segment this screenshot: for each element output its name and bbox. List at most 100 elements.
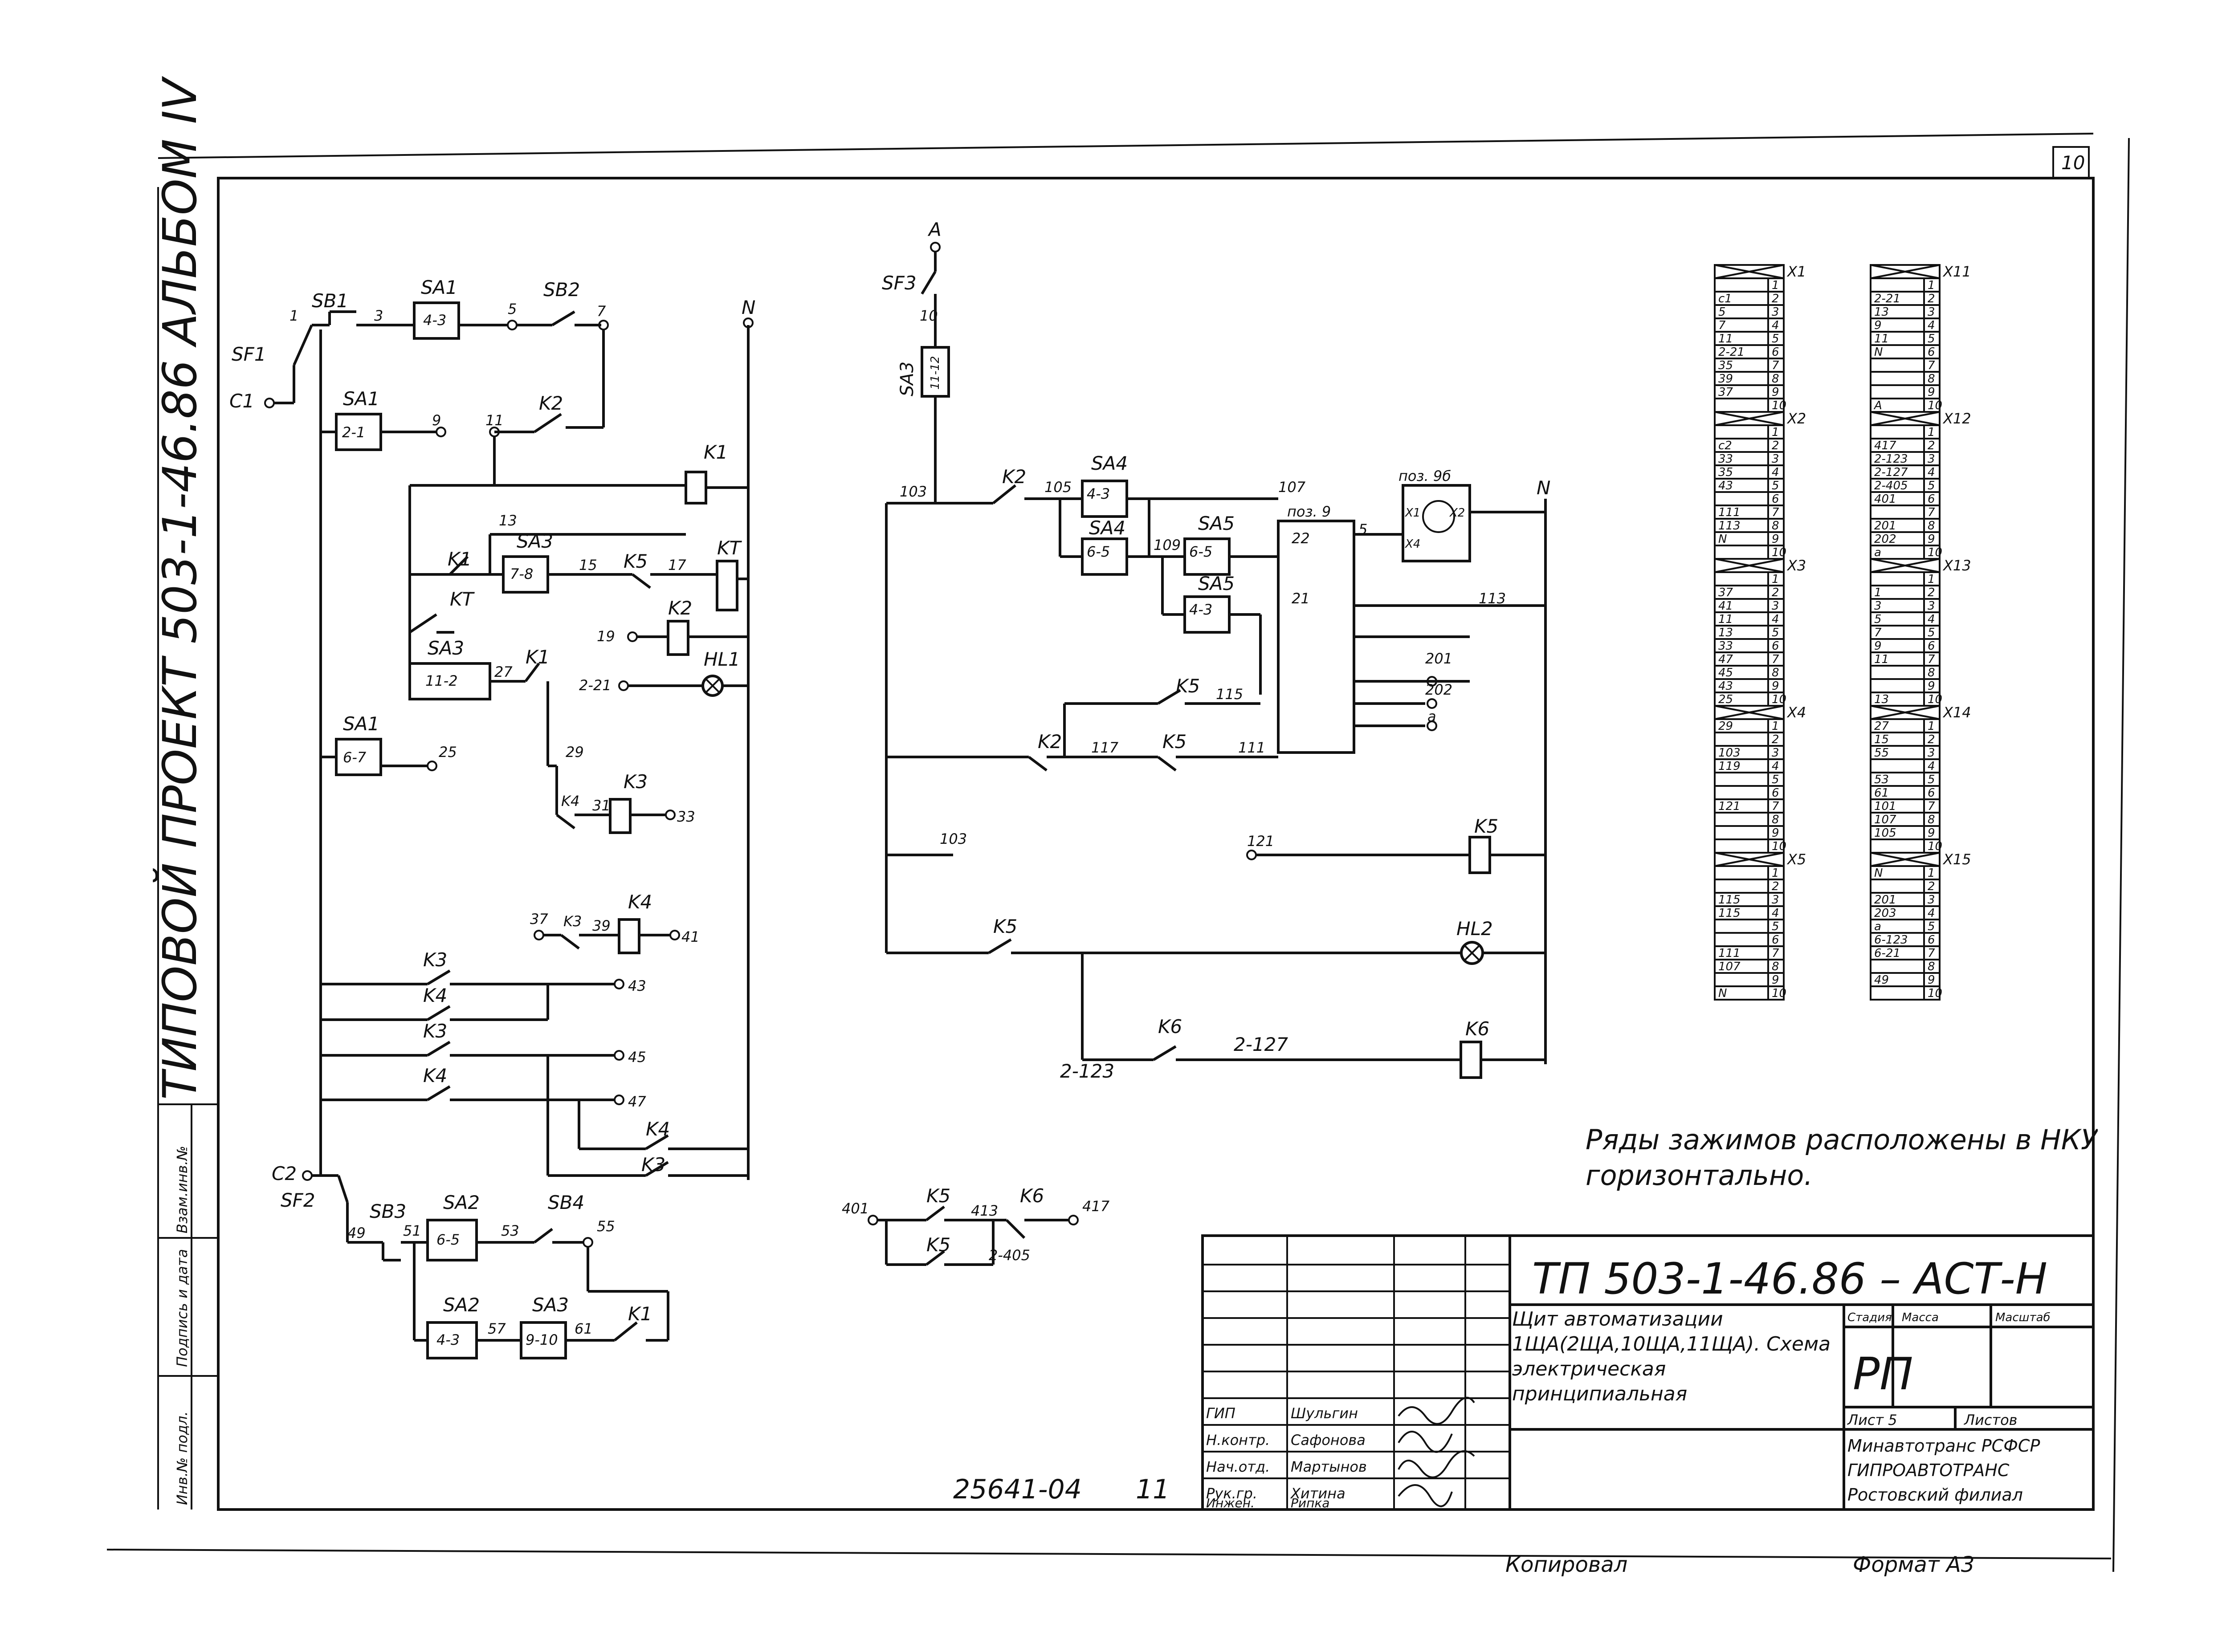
terminal-index: 10	[1772, 987, 1786, 1000]
terminal-index: 1	[1772, 720, 1779, 733]
dev-k6-coil: K6	[1465, 1018, 1489, 1040]
dev-hl1: HL1	[704, 648, 740, 670]
archive-number: 25641-04	[953, 1474, 1082, 1505]
dev-kt-contact: KT	[450, 588, 475, 610]
terminal-index: 8	[1772, 372, 1779, 386]
wire-103-top: 103	[900, 483, 927, 500]
terminal-wire: 25	[1718, 693, 1733, 706]
wire-25: 25	[439, 744, 457, 761]
terminal-wire: 55	[1874, 746, 1889, 760]
terminal-wire: 401	[1874, 492, 1896, 506]
terminal-wire: 2-21	[1874, 292, 1900, 305]
archive-sheet: 11	[1136, 1474, 1170, 1505]
dev-k2-coil: K2	[668, 597, 692, 619]
wire-201: 201	[1425, 650, 1452, 667]
wire-57: 57	[488, 1320, 506, 1337]
terminal-wire: 33	[1718, 639, 1733, 653]
terminal-wire: 27	[1874, 720, 1889, 733]
terminal-index: 6	[1928, 639, 1935, 653]
right-circuit: A SF3 10 11-12 SA3 103 K2 105 4-3 SA4 10…	[842, 219, 1550, 1266]
terminal-index: 10	[1772, 840, 1786, 853]
wire-55: 55	[597, 1218, 615, 1235]
contact-4-3: 4-3	[423, 312, 446, 329]
terminal-cell	[1714, 732, 1769, 747]
terminal-index: 10	[1772, 546, 1786, 559]
terminal-index: 9	[1772, 973, 1779, 987]
terminal-cell	[1714, 772, 1769, 787]
terminal-cell	[1714, 424, 1769, 439]
dev-k4-43: K4	[423, 985, 447, 1006]
terminal-wire: 47	[1718, 653, 1733, 666]
terminal-index: 5	[1928, 920, 1935, 933]
left-circuit: C1 SF1 1 SB1 3 4-3 SA1 5 SB2 7 N	[229, 277, 755, 1359]
sheet-frame: 10	[158, 133, 2130, 1572]
terminal-wire: a	[1874, 920, 1881, 933]
wire-121: 121	[1247, 833, 1274, 850]
wire-17: 17	[668, 557, 686, 574]
terminal-wire: 41	[1718, 599, 1733, 613]
wire-1: 1	[289, 307, 298, 324]
terminal-block-label: X5	[1786, 851, 1806, 868]
stage-header: Стадия	[1847, 1311, 1892, 1324]
terminal-index: 4	[1928, 319, 1935, 332]
wire-10: 10	[920, 307, 938, 324]
terminal-index: 2	[1928, 733, 1935, 746]
wire-7: 7	[597, 303, 606, 320]
terminal-index: 3	[1772, 305, 1779, 319]
dev-sa4-low: SA4	[1089, 517, 1125, 539]
wire-115: 115	[1216, 686, 1243, 703]
signature-3	[1398, 1484, 1453, 1507]
side-stamp-0: Инв.№ подл.	[174, 1411, 191, 1505]
terminal-index: 8	[1928, 960, 1935, 973]
signature-1	[1398, 1431, 1453, 1453]
terminal-index: 9	[1928, 826, 1935, 840]
sheet-index: Лист 5	[1847, 1412, 1897, 1428]
terminal-index: 7	[1928, 653, 1935, 666]
terminal-num-cell	[1923, 985, 1941, 1001]
wire-107: 107	[1278, 479, 1306, 496]
terminal-index: 8	[1928, 372, 1935, 386]
terminal-cell	[1870, 985, 1925, 1001]
terminal-index: 4	[1772, 760, 1779, 773]
terminal-index: 9	[1928, 533, 1935, 546]
sheets-count: Листов	[1964, 1412, 2018, 1428]
terminal-index: 10	[1928, 840, 1942, 853]
terminal-index: 2	[1772, 733, 1779, 746]
dev-sa3-mid: SA3	[517, 530, 553, 552]
terminal-index: 7	[1928, 800, 1935, 813]
supply-a: A	[927, 219, 942, 240]
title-code: ТП 503-1-46.86 – АСТ-Н	[1532, 1254, 2047, 1304]
terminal-cell	[1870, 277, 1925, 293]
terminal-wire: 11	[1874, 332, 1889, 346]
terminal-index: 2	[1928, 292, 1935, 305]
contact-sa5-top: 6-5	[1189, 543, 1212, 560]
terminal-wire: 11	[1874, 653, 1889, 666]
terminal-index: 10	[1772, 399, 1786, 412]
terminal-index: 2	[1928, 439, 1935, 452]
wire-117: 117	[1091, 739, 1119, 756]
terminal-block-label: X4	[1786, 704, 1806, 721]
term-x2: X2	[1449, 506, 1465, 520]
terminal-index: 7	[1772, 653, 1779, 666]
terminal-wire: 119	[1718, 760, 1741, 773]
dev-k3-n: K3	[641, 1154, 665, 1176]
terminal-wire: a	[1874, 546, 1881, 559]
terminal-index: 9	[1928, 973, 1935, 987]
role-2: Нач.отд.	[1206, 1458, 1270, 1475]
wire-29: 29	[566, 744, 584, 761]
terminal-cell	[1870, 371, 1925, 386]
dev-k5-115: K5	[1176, 675, 1200, 697]
terminal-cell	[1870, 758, 1925, 773]
terminal-index: 3	[1928, 305, 1935, 319]
terminal-cross	[1714, 558, 1784, 573]
wire-15: 15	[579, 557, 597, 574]
term-x4: X4	[1404, 537, 1420, 551]
wire-5: 5	[508, 301, 517, 317]
contact-sa4-low: 6-5	[1087, 543, 1110, 560]
terminal-index: 7	[1928, 947, 1935, 960]
wire-103-low: 103	[940, 830, 967, 847]
wire-37: 37	[530, 911, 548, 928]
terminal-index: 7	[1772, 800, 1779, 813]
terminal-index: 10	[1928, 987, 1942, 1000]
